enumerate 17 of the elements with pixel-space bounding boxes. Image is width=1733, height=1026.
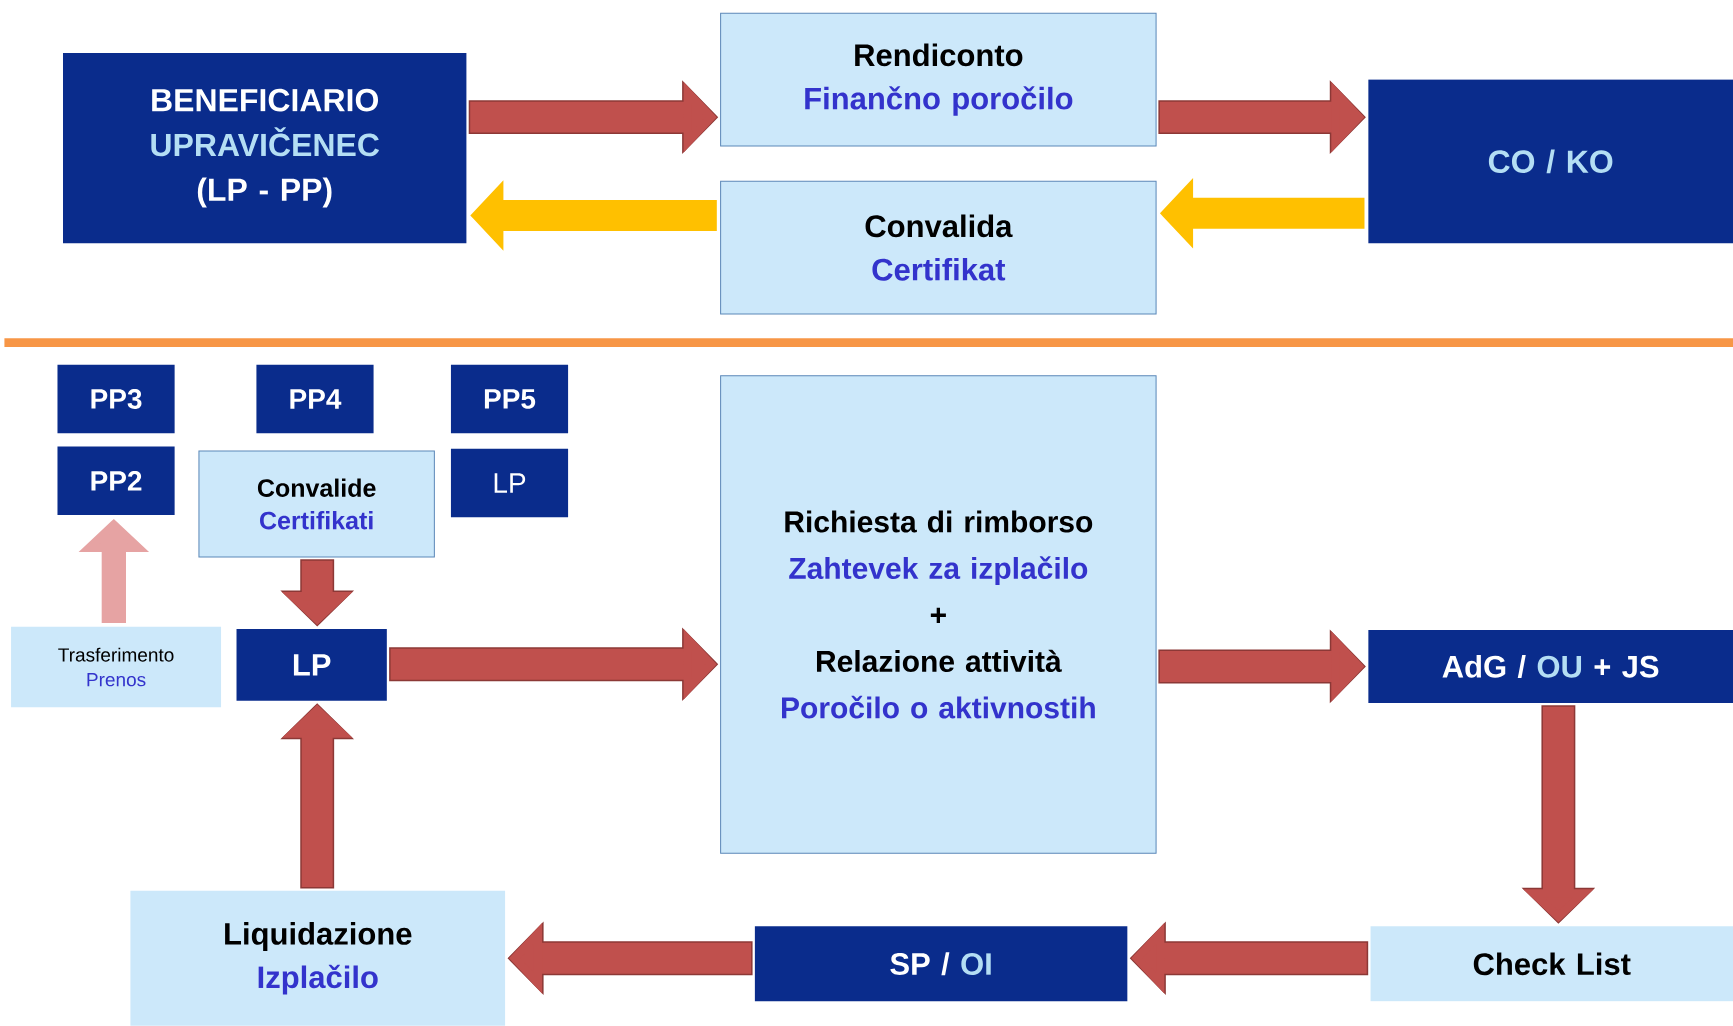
document-box: Convalida Certifikat <box>720 180 1157 315</box>
document-box: Rendiconto Finančno poročilo <box>720 12 1157 147</box>
label-box: PP3 <box>57 364 175 434</box>
document-box: Richiesta di rimborso Zahtevek za izplačilo + Relazione attività Poročilo o aktivnostih <box>720 375 1157 854</box>
label-box: BENEFICIARIO UPRAVIČENEC (LP - PP) <box>63 53 467 244</box>
label-box: PP4 <box>256 364 374 434</box>
document-box: Trasferimento Prenos <box>11 626 222 708</box>
label-box: LP <box>236 628 387 701</box>
label-box: PP5 <box>450 364 569 434</box>
label-box: SP / OI <box>754 926 1128 1002</box>
document-box: Convalide Certifikati <box>198 450 435 558</box>
label-box: PP2 <box>57 446 175 516</box>
label-box: AdG / OU + JS <box>1368 630 1733 703</box>
label-box: CO / KO <box>1368 79 1733 244</box>
document-box: Check List <box>1370 926 1733 1002</box>
label-box: LP <box>450 448 569 518</box>
document-box: Liquidazione Izplačilo <box>130 890 506 1026</box>
